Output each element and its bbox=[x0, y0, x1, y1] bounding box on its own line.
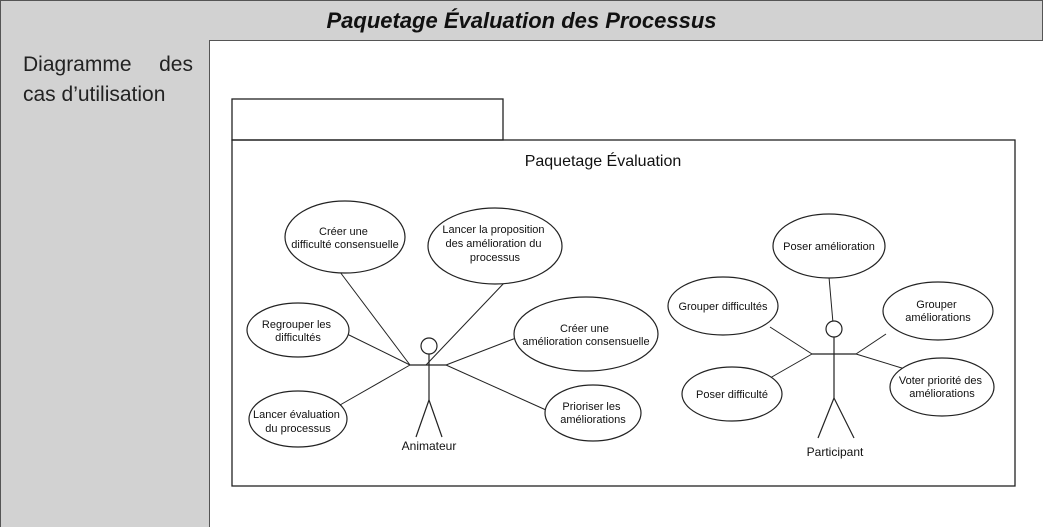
use-case-grouper-ameliorations bbox=[882, 281, 994, 341]
use-case-grouper-difficultes bbox=[667, 276, 779, 336]
use-case-voter-priorite-label: Voter priorité des améliorations bbox=[899, 375, 985, 400]
use-case-grouper-ameliorations-label: Grouper améliorations bbox=[905, 299, 971, 324]
section-label: Diagramme des cas d’utilisation bbox=[23, 50, 203, 110]
package-tab bbox=[231, 98, 504, 141]
use-case-regrouper-difficultes bbox=[246, 302, 350, 358]
package-title: Paquetage Évaluation bbox=[525, 151, 682, 170]
use-case-prioriser-label: Prioriser les améliorations bbox=[560, 401, 626, 426]
use-case-poser-difficulte-label: Poser difficulté bbox=[696, 389, 768, 401]
actor-animateur-label: Animateur bbox=[402, 439, 457, 453]
use-case-poser-amelioration-label: Poser amélioration bbox=[783, 241, 875, 253]
use-case-voter-priorite bbox=[889, 357, 995, 417]
animateur-associations bbox=[339, 271, 547, 411]
use-case-lancer-evaluation bbox=[248, 390, 348, 448]
section-label-line2: cas d’utilisation bbox=[23, 83, 166, 106]
use-case-prioriser bbox=[544, 384, 642, 442]
use-case-creer-amelioration-label: Créer une amélioration consensuelle bbox=[522, 323, 649, 348]
use-case-lancer-proposition bbox=[427, 207, 563, 285]
use-case-creer-difficulte-label: Créer une difficulté consensuelle bbox=[291, 226, 398, 251]
participant-associations bbox=[769, 276, 906, 379]
page-title: Paquetage Évaluation des Processus bbox=[0, 0, 1043, 41]
use-case-ellipses bbox=[246, 200, 995, 448]
use-case-lancer-proposition-label: Lancer la proposition des amélioration d… bbox=[442, 224, 547, 264]
actor-animateur bbox=[410, 337, 446, 438]
use-case-poser-amelioration bbox=[772, 213, 886, 279]
use-case-grouper-difficultes-label: Grouper difficultés bbox=[678, 301, 768, 313]
section-sidebar: Diagramme des cas d’utilisation bbox=[0, 40, 210, 527]
package-body bbox=[231, 139, 1016, 487]
section-label-line1: Diagramme des bbox=[23, 53, 193, 76]
use-case-creer-amelioration bbox=[513, 296, 659, 372]
use-case-regrouper-difficultes-label: Regrouper les difficultés bbox=[262, 319, 334, 344]
use-case-lancer-evaluation-label: Lancer évaluation du processus bbox=[253, 409, 343, 435]
actor-participant-label: Participant bbox=[807, 445, 864, 459]
use-case-diagram: Paquetage Évaluation Animateur bbox=[231, 98, 1016, 487]
use-case-creer-difficulte bbox=[284, 200, 406, 274]
use-case-poser-difficulte bbox=[681, 366, 783, 422]
actor-participant bbox=[812, 320, 856, 439]
